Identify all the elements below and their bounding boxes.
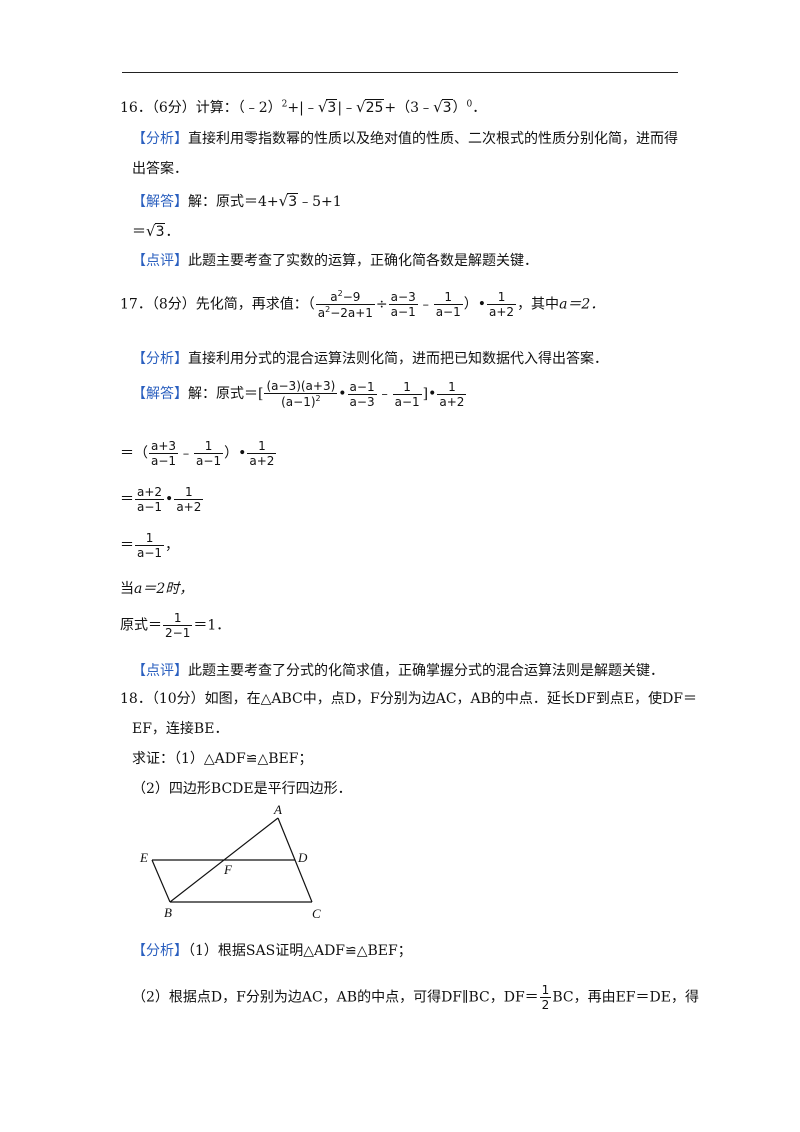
q17-analysis: 【分析】直接利用分式的混合运算法则化简，进而把已知数据代入得出答案． bbox=[132, 351, 608, 367]
q16-analysis: 【分析】直接利用零指数幂的性质以及绝对值的性质、二次根式的性质分别化简，进而得 bbox=[132, 131, 678, 147]
triangle-figure: A B C D E F bbox=[139, 802, 321, 921]
q16-analysis-cont: 出答案． bbox=[132, 161, 188, 177]
q18-prove-1: 求证：（1）△ADF≌△BEF； bbox=[132, 751, 313, 767]
q16-answer: 【解答】解：原式＝4+√3﹣5+1 bbox=[132, 192, 342, 210]
segment-eb bbox=[151, 859, 171, 903]
label-b: B bbox=[164, 905, 172, 920]
q18-title-cont: EF，连接BE． bbox=[132, 721, 229, 737]
q16-result: ＝√3． bbox=[132, 222, 180, 240]
q17-comment: 【点评】此题主要考查了分式的化简求值，正确掌握分式的混合运算法则是解题关键． bbox=[132, 663, 664, 679]
label-a: A bbox=[273, 802, 282, 817]
label-c: C bbox=[312, 906, 321, 921]
header-rule bbox=[122, 72, 678, 73]
label-d: D bbox=[297, 850, 308, 865]
q16-comment: 【点评】此题主要考查了实数的运算，正确化简各数是解题关键． bbox=[132, 253, 538, 269]
q16-title: 16．（6分）计算：（﹣2）2+|﹣√3|﹣√25+（3﹣√3）0． bbox=[120, 98, 487, 116]
label-e: E bbox=[139, 850, 148, 865]
q18-prove-2: （2）四边形BCDE是平行四边形． bbox=[132, 781, 352, 797]
q17-when: 当a＝2时， bbox=[120, 581, 194, 597]
q18-title: 18．（10分）如图，在△ABC中，点D，F分别为边AC，AB的中点．延长DF到… bbox=[120, 691, 698, 707]
label-f: F bbox=[223, 862, 233, 877]
q18-analysis-1: 【分析】（1）根据SAS证明△ADF≌△BEF； bbox=[132, 943, 412, 959]
